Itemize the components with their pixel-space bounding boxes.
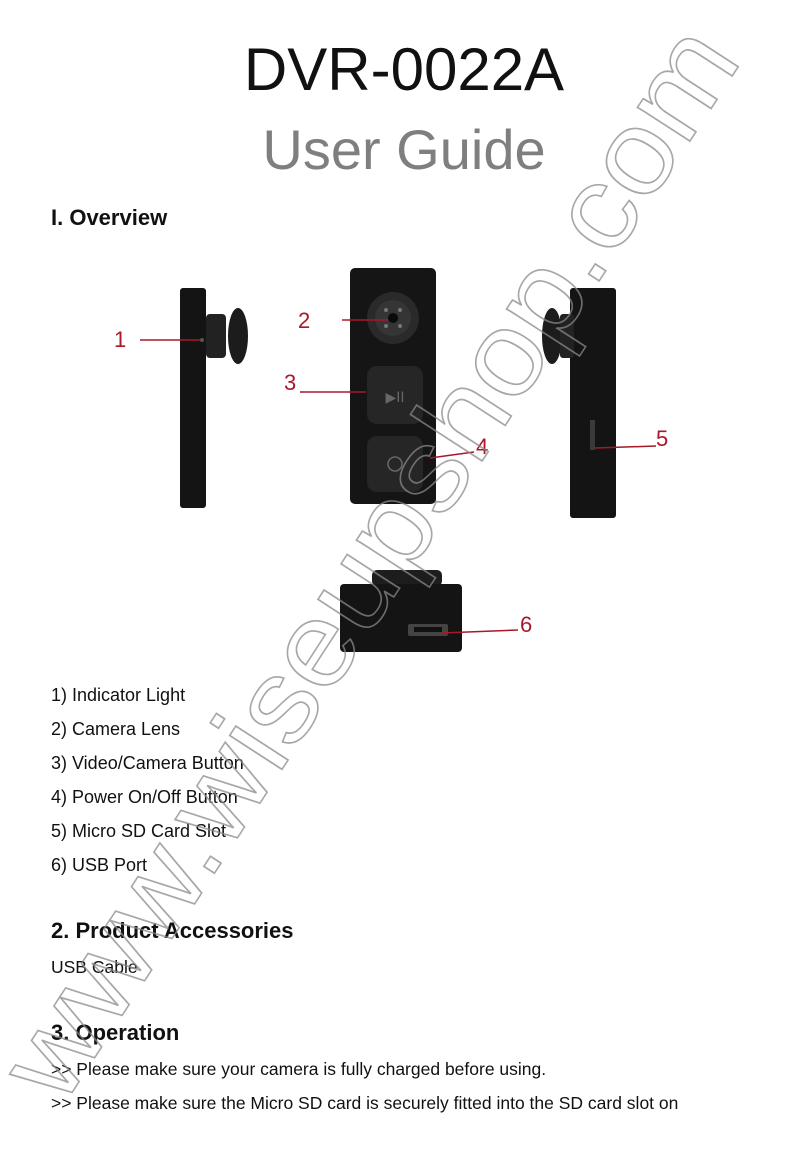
section-heading-accessories: 2. Product Accessories <box>51 918 294 943</box>
callout-label-4: 4 <box>476 434 488 459</box>
section-heading-operation: 3. Operation <box>51 1020 180 1045</box>
device-side-view-left <box>180 288 248 508</box>
document-subtitle: User Guide <box>262 118 546 181</box>
callout-line-6 <box>441 629 519 634</box>
callout-line-5 <box>594 445 657 449</box>
list-item: 2) Camera Lens <box>51 719 181 739</box>
section-heading-overview: I. Overview <box>51 205 168 230</box>
device-front-view: ▶II <box>350 268 436 504</box>
operation-line: >> Please make sure the Micro SD card is… <box>51 1093 679 1113</box>
list-item: 1) Indicator Light <box>51 685 186 705</box>
operation-line: >> Please make sure your camera is fully… <box>51 1059 547 1079</box>
device-side-view-right <box>542 288 616 518</box>
callout-label-1: 1 <box>114 327 126 352</box>
list-item: 4) Power On/Off Button <box>51 787 238 807</box>
accessory-item: USB Cable <box>51 957 138 977</box>
list-item: 3) Video/Camera Button <box>51 753 244 773</box>
callout-label-5: 5 <box>656 426 668 451</box>
parts-list: 1) Indicator Light 2) Camera Lens 3) Vid… <box>51 683 244 887</box>
list-item: 6) USB Port <box>51 855 148 875</box>
callout-label-2: 2 <box>298 308 310 333</box>
callout-line-4 <box>429 451 475 459</box>
svg-text:▶II: ▶II <box>385 390 404 406</box>
document-title: DVR-0022A <box>243 36 565 103</box>
list-item: 5) Micro SD Card Slot <box>51 821 227 841</box>
device-bottom-view <box>340 570 462 652</box>
callout-label-3: 3 <box>284 370 296 395</box>
callout-label-6: 6 <box>520 612 532 637</box>
product-overview-figure: ▶II 1 2 <box>90 240 730 670</box>
